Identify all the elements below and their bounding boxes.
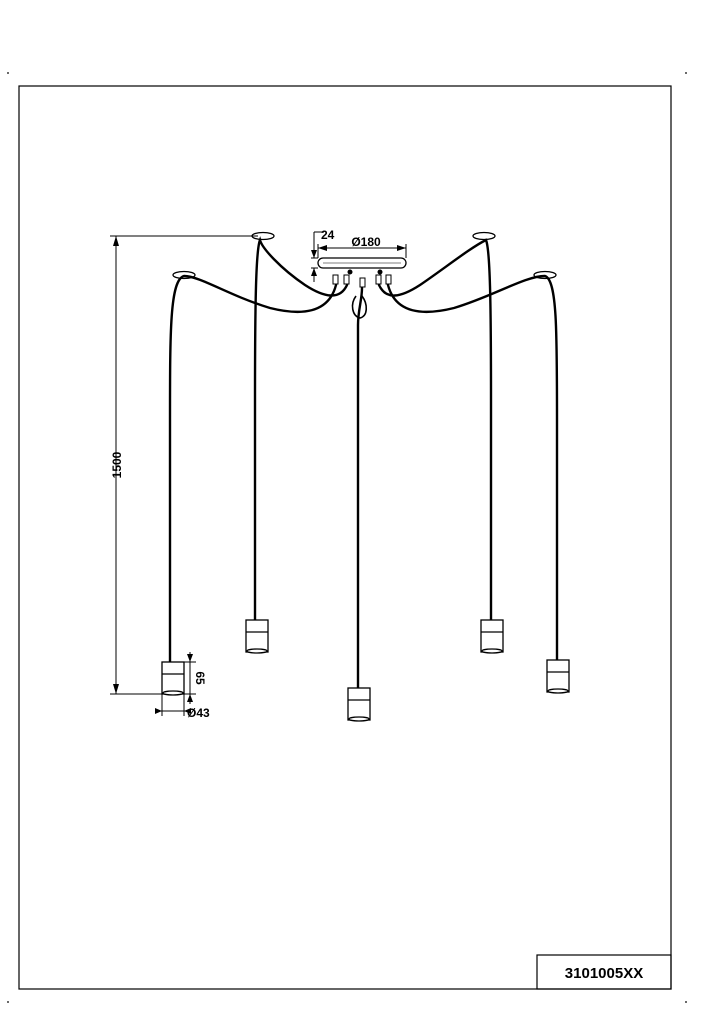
lamp-shade-center <box>347 687 371 722</box>
lamp-shades <box>161 619 570 722</box>
cable-right-outer <box>386 274 559 666</box>
cable-left-inner <box>253 236 349 626</box>
dimension-shade-diameter <box>155 694 191 716</box>
canopy-diameter-label: Ø180 <box>351 235 381 249</box>
dimension-canopy-height <box>311 231 324 282</box>
cable-left-outer <box>168 274 338 666</box>
title-block: 3101005XX <box>536 954 672 990</box>
cable-center <box>356 286 364 692</box>
shade-diameter-label: Ø43 <box>187 706 210 720</box>
ceiling-canopy <box>317 257 407 288</box>
cable-loop <box>351 295 368 319</box>
article-number: 3101005XX <box>565 965 643 982</box>
dimension-canopy-diameter <box>317 244 407 258</box>
lamp-shade-right-inner <box>480 619 504 654</box>
cable-right-inner <box>377 238 493 626</box>
dimension-total-drop <box>110 235 258 695</box>
crop-marks <box>7 72 687 1003</box>
lamp-shade-left-outer <box>161 661 185 696</box>
drawing-frame <box>18 85 672 990</box>
lamp-shade-right-outer <box>546 659 570 694</box>
lamp-shade-left-inner <box>245 619 269 654</box>
dimension-shade-height <box>184 652 196 704</box>
shade-height-label: 65 <box>193 671 207 685</box>
canopy-height-label: 24 <box>321 228 335 242</box>
cables <box>168 236 559 692</box>
total-drop-label: 1500 <box>110 451 124 478</box>
